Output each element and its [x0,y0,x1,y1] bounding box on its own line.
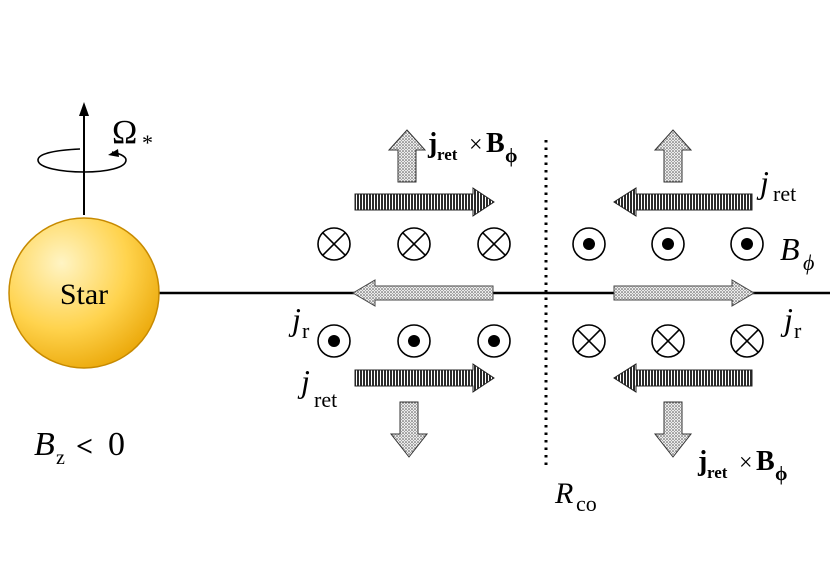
jret-symbol-top-right: j [756,164,769,200]
field-out-of-page-icon [317,324,351,358]
force-arrow-down-right [653,401,693,458]
omega-subscript: * [142,130,153,155]
force-bsub-bottom: ϕ [775,463,787,485]
rotation-loop-arrowhead-icon [108,149,119,157]
field-out-of-page-icon [397,324,431,358]
force-times-bottom: × [739,450,753,476]
return-current-arrow-bottom-left [354,363,495,393]
jr-subscript-left: r [302,318,310,343]
bz-symbol: B [34,426,55,463]
force-arrow-up-left [387,129,427,183]
force-times-top: × [469,132,483,158]
jret-symbol-bottom-left: j [297,363,310,399]
return-current-arrow-bottom-right [613,363,753,393]
field-into-page-icon [730,324,764,358]
rco-subscript: co [576,491,597,516]
star-sphere [8,217,160,369]
force-arrow-up-right [653,129,693,183]
force-arrow-down-left [389,401,429,458]
axis-arrowhead-icon [79,102,89,116]
rco-symbol: R [554,477,573,510]
field-out-of-page-icon [651,227,685,261]
jr-subscript-right: r [794,318,802,343]
force-b-bottom: B [756,446,775,477]
bz-value: 0 [108,426,125,463]
force-j-top: j [427,128,437,159]
bphi-subscript: ϕ [803,250,814,275]
rotation-loop-icon [37,148,127,173]
force-jsub-bottom: ret [707,463,728,482]
bphi-symbol: B [780,231,800,267]
field-out-of-page-icon [572,227,606,261]
jret-subscript-top-right: ret [773,181,796,206]
force-bsub-top: ϕ [505,145,517,167]
return-current-arrow-top-left [354,187,495,217]
bz-relation: < [76,430,93,463]
field-out-of-page-icon [730,227,764,261]
force-j-bottom: j [697,446,707,477]
field-into-page-icon [317,227,351,261]
field-into-page-icon [572,324,606,358]
jret-subscript-bottom-left: ret [314,387,337,412]
bz-subscript: z [56,447,65,469]
force-b-top: B [486,128,505,159]
field-into-page-icon [651,324,685,358]
force-jsub-top: ret [437,145,458,164]
jr-symbol-right: j [780,301,793,337]
field-out-of-page-icon [477,324,511,358]
field-into-page-icon [397,227,431,261]
radial-current-arrow-left [352,279,494,307]
omega-symbol: Ω [112,114,137,151]
jr-symbol-left: j [288,301,301,337]
star-label: Star [60,278,108,311]
return-current-arrow-top-right [613,187,753,217]
field-into-page-icon [477,227,511,261]
radial-current-arrow-right [613,279,755,307]
